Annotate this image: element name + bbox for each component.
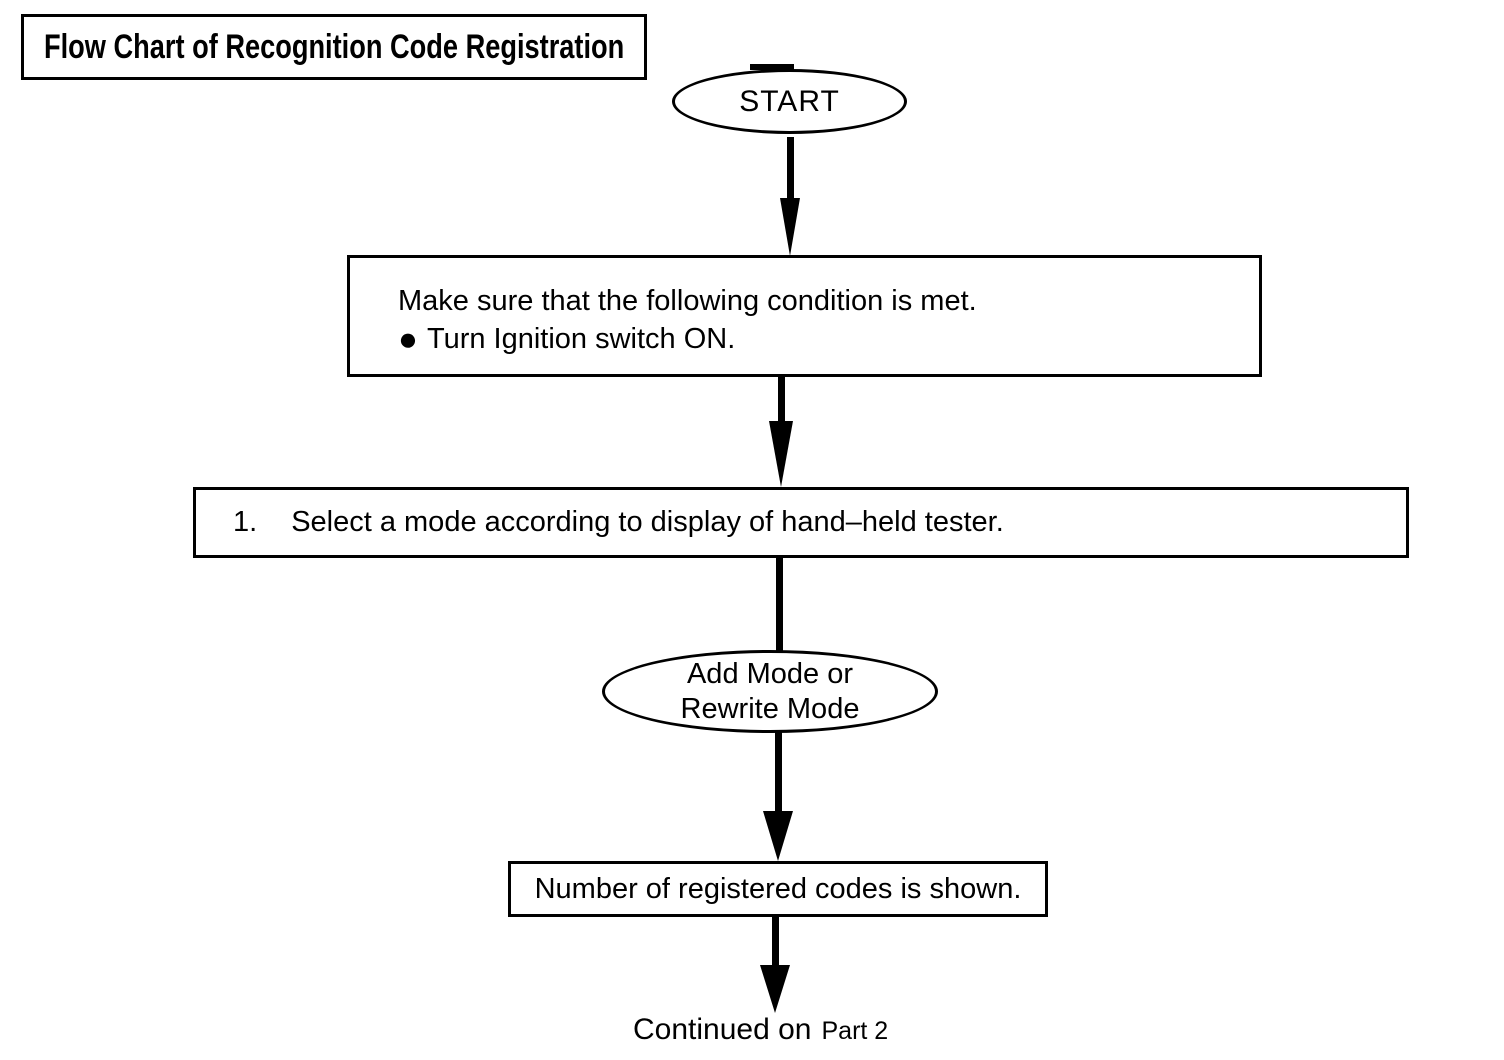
connector-condition-to-select (761, 377, 801, 487)
registered-codes-box: Number of registered codes is shown. (508, 861, 1048, 917)
continuation-note: Continued on Part 2 (633, 1013, 888, 1047)
mode-ellipse-line1: Add Mode or (686, 657, 854, 690)
mode-ellipse: Add Mode or Rewrite Mode (602, 650, 938, 733)
condition-line1: Make sure that the following condition i… (398, 285, 977, 317)
condition-line2: ●Turn Ignition switch ON. (398, 320, 1239, 358)
step-number: 1. (233, 506, 258, 538)
connector-shaft (775, 558, 783, 652)
start-label: START (739, 84, 840, 118)
start-ellipse-top-mark (750, 64, 794, 70)
arrowhead-down-icon (780, 198, 800, 256)
arrowhead-down-icon (769, 421, 793, 487)
diagram-title-box: Flow Chart of Recognition Code Registrat… (21, 14, 647, 80)
connector-select-to-mode (759, 558, 799, 652)
bullet-icon: ● (398, 320, 418, 357)
connector-codes-to-continuation (755, 917, 795, 1013)
diagram-title: Flow Chart of Recognition Code Registrat… (44, 27, 625, 66)
condition-line2-text: Turn Ignition switch ON. (426, 323, 736, 355)
connector-shaft (777, 377, 785, 421)
select-mode-box: 1. Select a mode according to display of… (193, 487, 1409, 558)
registered-codes-text: Number of registered codes is shown. (534, 872, 1022, 905)
arrowhead-down-icon (760, 965, 790, 1013)
connector-shaft (774, 732, 782, 811)
arrowhead-down-icon (763, 811, 793, 861)
connector-start-to-condition (770, 137, 810, 256)
select-mode-text: Select a mode according to display of ha… (291, 506, 1004, 538)
mode-ellipse-line2: Rewrite Mode (680, 692, 860, 725)
start-node: START (672, 69, 907, 134)
continuation-target: Part 2 (821, 1017, 889, 1045)
connector-mode-to-codes (758, 732, 798, 861)
connector-shaft (771, 917, 779, 965)
condition-box: Make sure that the following condition i… (347, 255, 1262, 377)
connector-shaft (786, 137, 794, 198)
continuation-text: Continued on (633, 1013, 812, 1046)
